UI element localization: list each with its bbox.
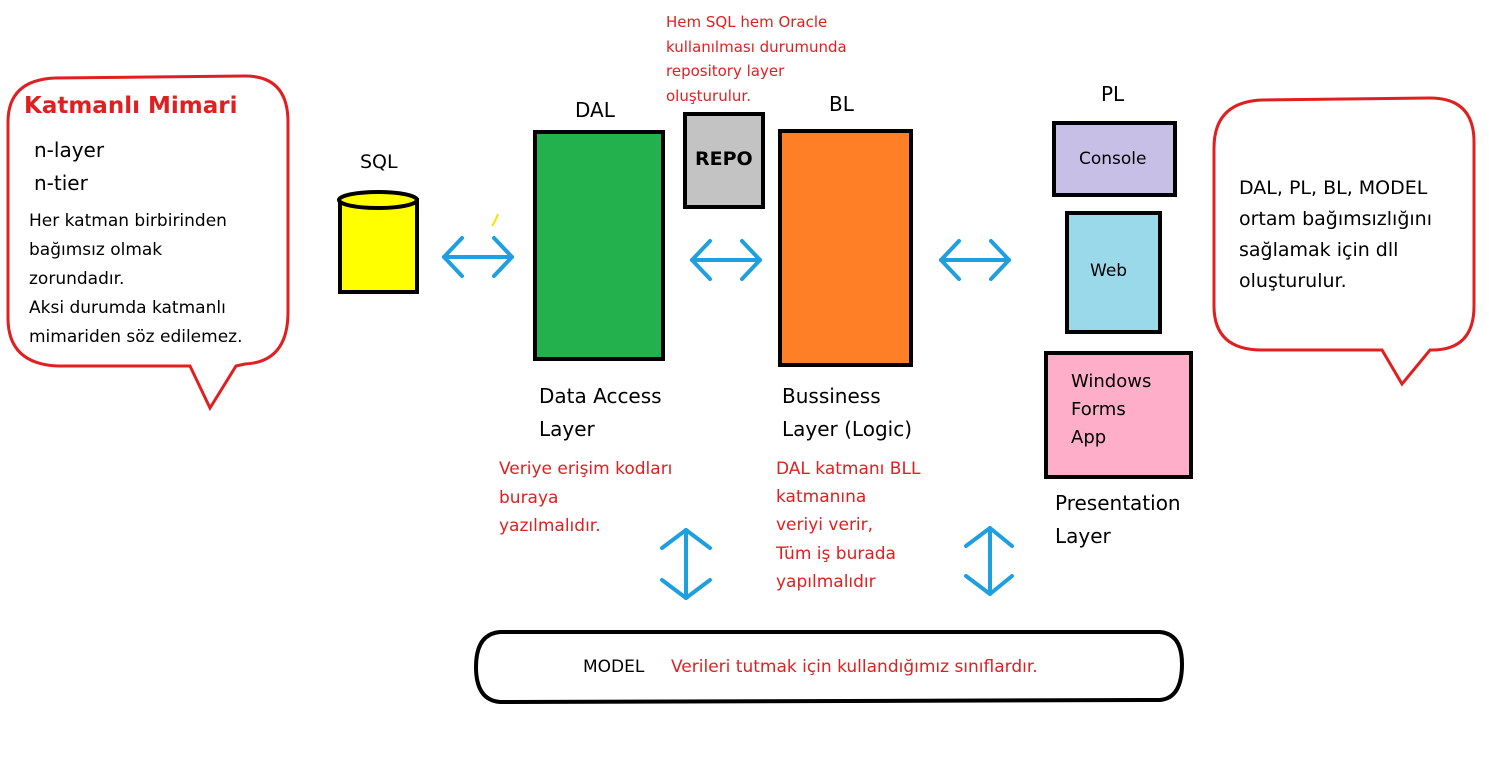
repo-block: [683, 112, 765, 209]
dal-note: Veriye erişim kodları buraya yazılmalıdı…: [499, 459, 673, 536]
pl-caption: Presentation Layer: [1055, 491, 1181, 548]
arrow-dal-model: [660, 528, 712, 600]
model-capsule: [473, 630, 1185, 705]
sql-database-icon: [337, 190, 419, 294]
arrow-sql-dal: [442, 236, 514, 278]
dal-label: DAL: [575, 98, 615, 122]
repo-note: Hem SQL hem Oracle kullanılması durumund…: [666, 13, 847, 105]
arrow-bl-pl: [939, 239, 1011, 281]
left-bubble-item-1: n-layer: [34, 138, 105, 162]
winforms-label: Windows Forms App: [1071, 371, 1152, 448]
right-bubble-text: DAL, PL, BL, MODEL ortam bağımsızlığını …: [1239, 177, 1432, 292]
arrow-pl-model: [964, 526, 1014, 596]
web-block: [1065, 211, 1162, 334]
bl-caption: Bussiness Layer (Logic): [782, 384, 912, 441]
left-speech-bubble: [6, 74, 290, 412]
dal-block: [533, 130, 665, 361]
dal-caption: Data Access Layer: [539, 384, 662, 441]
winforms-block: [1044, 351, 1193, 479]
arrow-dal-bl: [690, 239, 762, 281]
repo-label: REPO: [695, 148, 753, 170]
left-bubble-item-2: n-tier: [34, 171, 88, 195]
bl-note: DAL katmanı BLL katmanına veriyi verir, …: [776, 459, 921, 592]
left-bubble-title: Katmanlı Mimari: [24, 93, 238, 119]
pl-label: PL: [1101, 82, 1125, 106]
left-bubble-text: Her katman birbirinden bağımsız olmak zo…: [29, 211, 243, 347]
model-description: Verileri tutmak için kullandığımız sınıf…: [671, 657, 1038, 677]
console-block: [1052, 121, 1177, 197]
bl-block: [778, 129, 913, 367]
right-speech-bubble: [1212, 96, 1476, 387]
sql-label: SQL: [360, 151, 398, 173]
stray-mark: [491, 213, 499, 227]
console-label: Console: [1079, 149, 1147, 169]
web-label: Web: [1090, 261, 1128, 281]
model-label: MODEL: [583, 657, 645, 677]
bl-label: BL: [829, 92, 854, 116]
